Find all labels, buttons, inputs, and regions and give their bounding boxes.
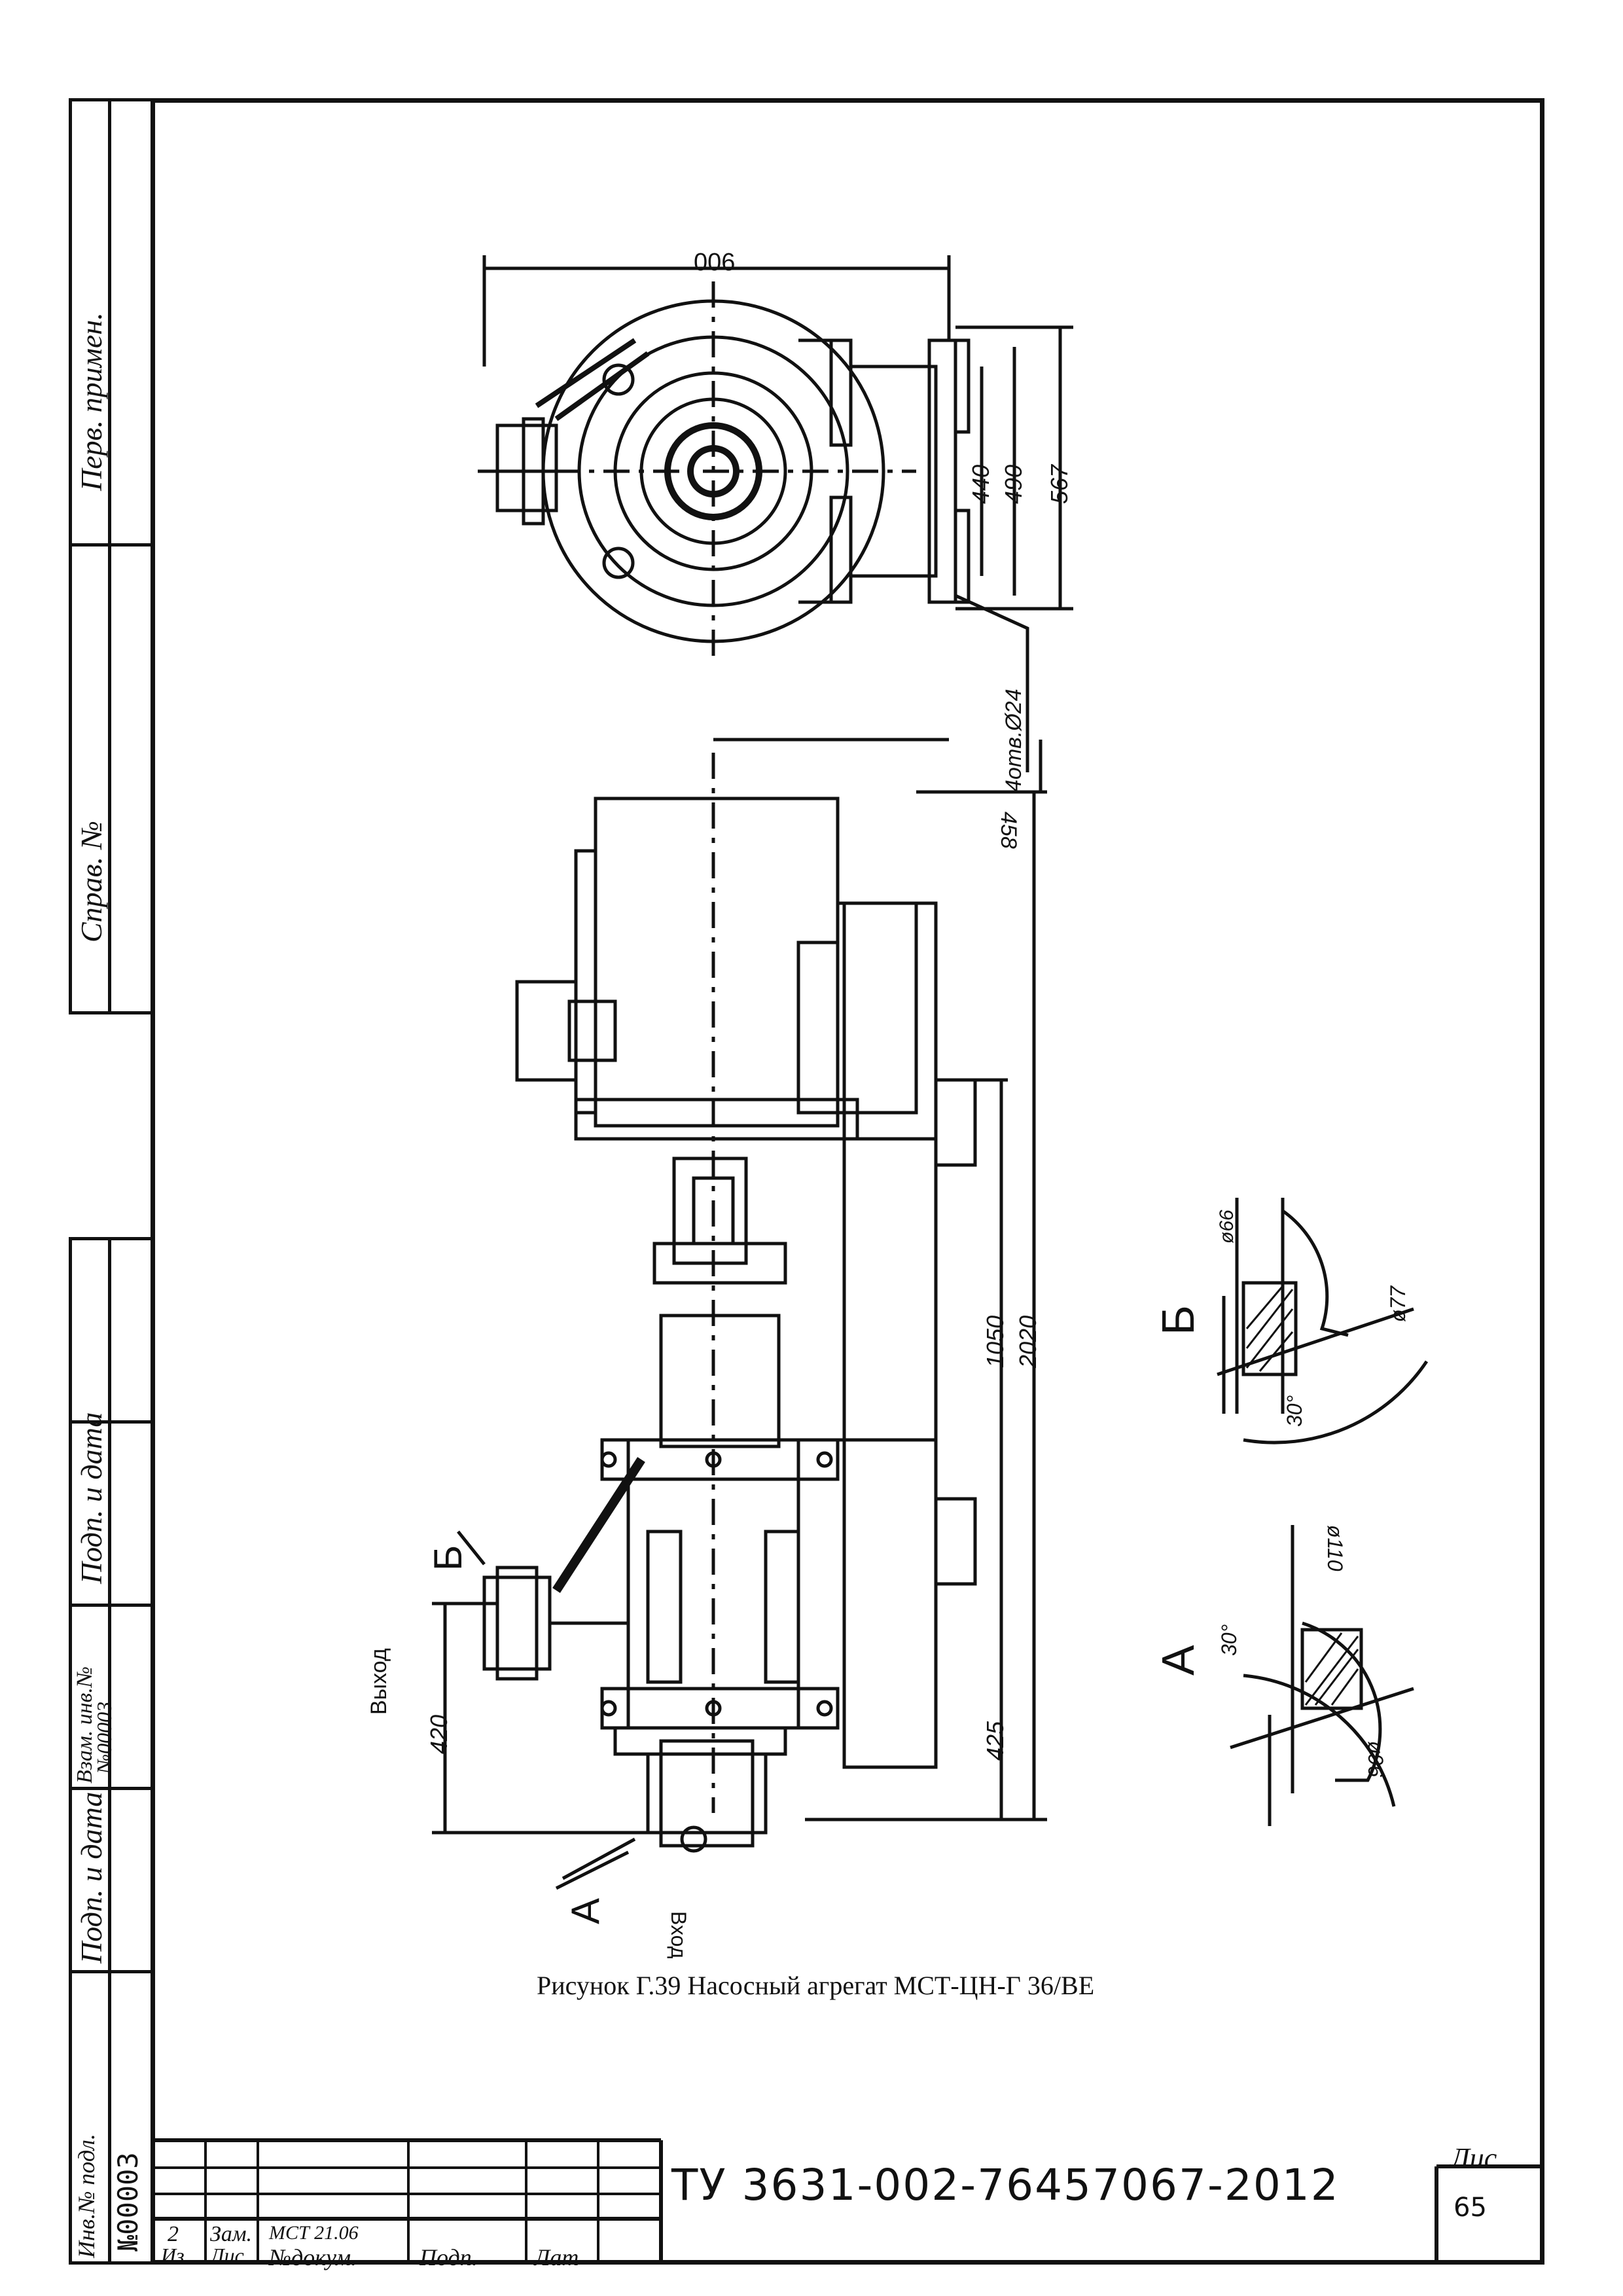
section-label-a: А — [563, 1897, 607, 1924]
dim-458: 458 — [996, 812, 1021, 849]
document-code: ТУ 3631-002-76457067-2012 — [671, 2160, 1340, 2210]
sheet-label: Лис — [1450, 2142, 1497, 2174]
rev-doc: МСТ 21.06 — [269, 2222, 359, 2244]
left-sidebar: Перв. примен. Справ. № Подп. и дата Взам… — [69, 98, 155, 2265]
detail-b-d77: ø77 — [1386, 1285, 1410, 1322]
detail-a-angle: 30° — [1217, 1624, 1241, 1656]
dim-425: 425 — [982, 1721, 1008, 1761]
dim-holes: 4отв.Ø24 — [1001, 689, 1026, 792]
detail-b-angle: 30° — [1283, 1395, 1306, 1427]
hdr-iz: Из — [161, 2244, 185, 2267]
hdr-list: Лис — [210, 2244, 244, 2267]
dim-490: 490 — [1000, 464, 1027, 504]
rev-list: Зам. — [210, 2222, 253, 2246]
figure-caption: Рисунок Г.39 Насосный агрегат МСТ-ЦН-Г 3… — [537, 1971, 1095, 2000]
section-label-b: Б — [426, 1545, 470, 1571]
drawing-frame — [151, 98, 1544, 2265]
detail-b-title: Б — [1152, 1305, 1204, 1335]
dim-440: 440 — [967, 464, 994, 504]
outlet-label: Выход — [366, 1648, 391, 1715]
detail-b — [1217, 1198, 1429, 1444]
dim-2020: 2020 — [1014, 1315, 1041, 1368]
detail-a-d110: ø110 — [1323, 1525, 1347, 1571]
dim-900: 006 — [694, 249, 736, 276]
detail-b-d66: ø66 — [1216, 1210, 1238, 1244]
hdr-doc: №докум. — [269, 2244, 357, 2270]
dim-567: 567 — [1046, 464, 1073, 504]
detail-b-hatch — [1245, 1285, 1294, 1372]
dim-420: 420 — [425, 1714, 452, 1754]
end-view — [478, 255, 1073, 772]
detail-a-hatch — [1304, 1632, 1359, 1706]
hdr-podp: Подп. — [419, 2244, 478, 2270]
inlet-label: Вход — [667, 1911, 690, 1959]
title-block: 2 Зам. МСТ 21.06 Из Лис №докум. Подп. Ла… — [154, 2140, 1544, 2270]
rev-iz: 2 — [168, 2222, 179, 2246]
hdr-data: Лат — [534, 2244, 579, 2270]
sheet-number: 65 — [1454, 2193, 1487, 2223]
detail-a-title: А — [1152, 1645, 1204, 1676]
dim-1050: 1050 — [982, 1315, 1008, 1368]
detail-a — [1230, 1525, 1414, 1826]
side-view — [432, 738, 1047, 1890]
detail-a-d96: ø96 — [1364, 1741, 1387, 1778]
